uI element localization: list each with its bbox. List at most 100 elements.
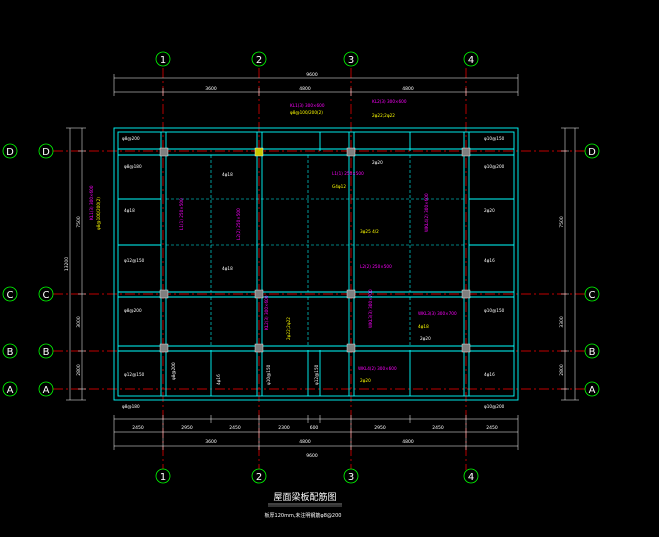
dim-bottom-detail-5: 600	[310, 425, 319, 431]
dim-bottom-span-1: 3600	[205, 439, 217, 445]
axis-label-right-C: C	[589, 290, 596, 301]
drawing-title: 屋面梁板配筋图	[273, 491, 336, 503]
dim-bottom-total: 9600	[306, 453, 318, 459]
dim-left-total: 13200	[64, 257, 70, 271]
axis-bubble-left-D2	[38, 143, 54, 159]
axis-label-bottom-3: 3	[348, 472, 354, 483]
axis-label-left-D1: D	[6, 147, 14, 158]
column-D2	[254, 147, 264, 157]
column-D3	[346, 147, 356, 157]
annot-m-v1: KL1(3) 300×600	[89, 185, 94, 220]
axis-bubble-left-A1	[2, 381, 18, 397]
axis-labels: 1 2 3 4 1 2 3 4 D D C C B B A A D C B A	[6, 55, 596, 483]
annot-w-15: 2φ20	[372, 160, 383, 165]
annot-w-20: φ12@150	[314, 364, 319, 385]
axis-bubble-left-A2	[38, 381, 54, 397]
axis-bubble-left-B1	[2, 343, 18, 359]
column-D1	[159, 147, 169, 157]
annot-w-19: φ10@150	[266, 364, 271, 385]
annot-m-v3: L2(2) 250×500	[236, 208, 241, 240]
dim-bottom-detail-6: 2950	[374, 425, 386, 431]
annot-m-1: KL2(3) 300×600	[372, 99, 407, 104]
axis-bubble-bottom-4	[463, 468, 479, 484]
annot-w-18: φ8@200	[171, 362, 176, 380]
beam-annotations-yellow: φ8@100/200(2) 2φ22;2φ22 G4φ12 3φ25 4/2 4…	[96, 110, 429, 383]
annot-y-2: G4φ12	[332, 184, 346, 189]
column-C4	[461, 289, 471, 299]
column-B1	[159, 343, 169, 353]
annot-w-14: 4φ18	[222, 172, 233, 177]
axis-label-right-D: D	[588, 147, 596, 158]
annot-w-4: 4φ18	[124, 208, 135, 213]
annot-w-0: φ8@200	[122, 136, 140, 141]
axis-label-bottom-4: 4	[468, 472, 474, 483]
column-C2	[254, 289, 264, 299]
drawing-note: 板厚120mm,未注明钢筋φ8@200	[265, 512, 342, 519]
dim-bottom-detail-4: 2300	[278, 425, 290, 431]
axis-label-left-A1: A	[7, 385, 14, 396]
annot-y-v1: φ8@100/200(2)	[96, 197, 101, 230]
dim-bottom-detail-7: 2450	[432, 425, 444, 431]
annot-m-2: L1(1) 250×500	[332, 171, 364, 176]
annot-w-10: φ12@150	[124, 372, 145, 377]
axis-label-top-1: 1	[160, 55, 166, 66]
axis-bubble-right-C	[584, 286, 600, 302]
axis-bubble-left-C2	[38, 286, 54, 302]
axis-bubble-bottom-2	[251, 468, 267, 484]
annot-w-17: 2φ20	[420, 336, 431, 341]
columns	[159, 147, 471, 353]
column-B3	[346, 343, 356, 353]
outer-beam-outline	[113, 127, 519, 401]
dim-bottom-span-2: 4800	[299, 439, 311, 445]
axis-bubble-left-C1	[2, 286, 18, 302]
annot-w-3: φ10@200	[484, 164, 505, 169]
axis-label-top-3: 3	[348, 55, 354, 66]
axis-bubble-left-B2	[38, 343, 54, 359]
dim-left-span-1: 7500	[76, 216, 82, 228]
annot-w-16: 4φ18	[222, 266, 233, 271]
axis-label-left-B1: B	[7, 347, 14, 358]
axis-label-left-C2: C	[43, 290, 50, 301]
dim-top-span-1: 3600	[205, 86, 217, 92]
dim-right-span-2: 3300	[559, 316, 565, 328]
dim-right-span-3: 2800	[559, 364, 565, 376]
annot-w-9: φ10@150	[484, 308, 505, 313]
axis-label-bottom-2: 2	[256, 472, 262, 483]
dim-left-span-2: 3000	[76, 316, 82, 328]
beams	[113, 127, 519, 401]
axis-label-top-4: 4	[468, 55, 474, 66]
annot-y-4: 4φ18	[418, 324, 429, 329]
annot-w-13: φ10@200	[484, 404, 505, 409]
axis-label-bottom-1: 1	[160, 472, 166, 483]
axis-label-left-B2: B	[43, 347, 50, 358]
annot-w-1: φ10@150	[484, 136, 505, 141]
axis-bubble-top-3	[343, 51, 359, 67]
annot-m-0: KL1(3) 300×600	[290, 103, 325, 108]
axis-bubble-top-1	[155, 51, 171, 67]
annot-w-11: 4φ16	[484, 372, 495, 377]
dim-top-span-3: 4800	[402, 86, 414, 92]
annot-y-3: 3φ25 4/2	[360, 229, 379, 234]
axis-label-right-B: B	[589, 347, 596, 358]
dim-right-span-1: 7500	[559, 216, 565, 228]
annot-m-5: WKL4(2) 300×600	[358, 366, 397, 371]
annot-w-7: 4φ16	[484, 258, 495, 263]
annot-y-1: 2φ22;2φ22	[372, 113, 395, 118]
column-C1	[159, 289, 169, 299]
annot-m-v2: L1(1) 250×500	[179, 198, 184, 230]
axis-label-top-2: 2	[256, 55, 262, 66]
secondary-beams	[166, 155, 464, 346]
annot-y-v2: 2φ22;2φ22	[286, 317, 291, 340]
column-B2	[254, 343, 264, 353]
dim-top-span-2: 4800	[299, 86, 311, 92]
axis-label-left-D2: D	[42, 147, 50, 158]
beam-annotations-magenta: KL1(3) 300×600 KL2(3) 300×600 L1(1) 250×…	[89, 99, 457, 371]
dim-left-span-3: 2800	[76, 364, 82, 376]
axis-bubble-right-D	[584, 143, 600, 159]
annot-w-8: φ8@200	[124, 308, 142, 313]
dimension-texts: 9600 3600 4800 4800 2450 2950 2450 2300 …	[64, 72, 565, 459]
annot-m-v4: KL2(3) 300×600	[264, 295, 269, 330]
slab-annotations-white: φ8@200 φ10@150 φ8@180 φ10@200 4φ18 2φ20 …	[122, 136, 505, 409]
dim-bottom-detail-1: 2450	[132, 425, 144, 431]
